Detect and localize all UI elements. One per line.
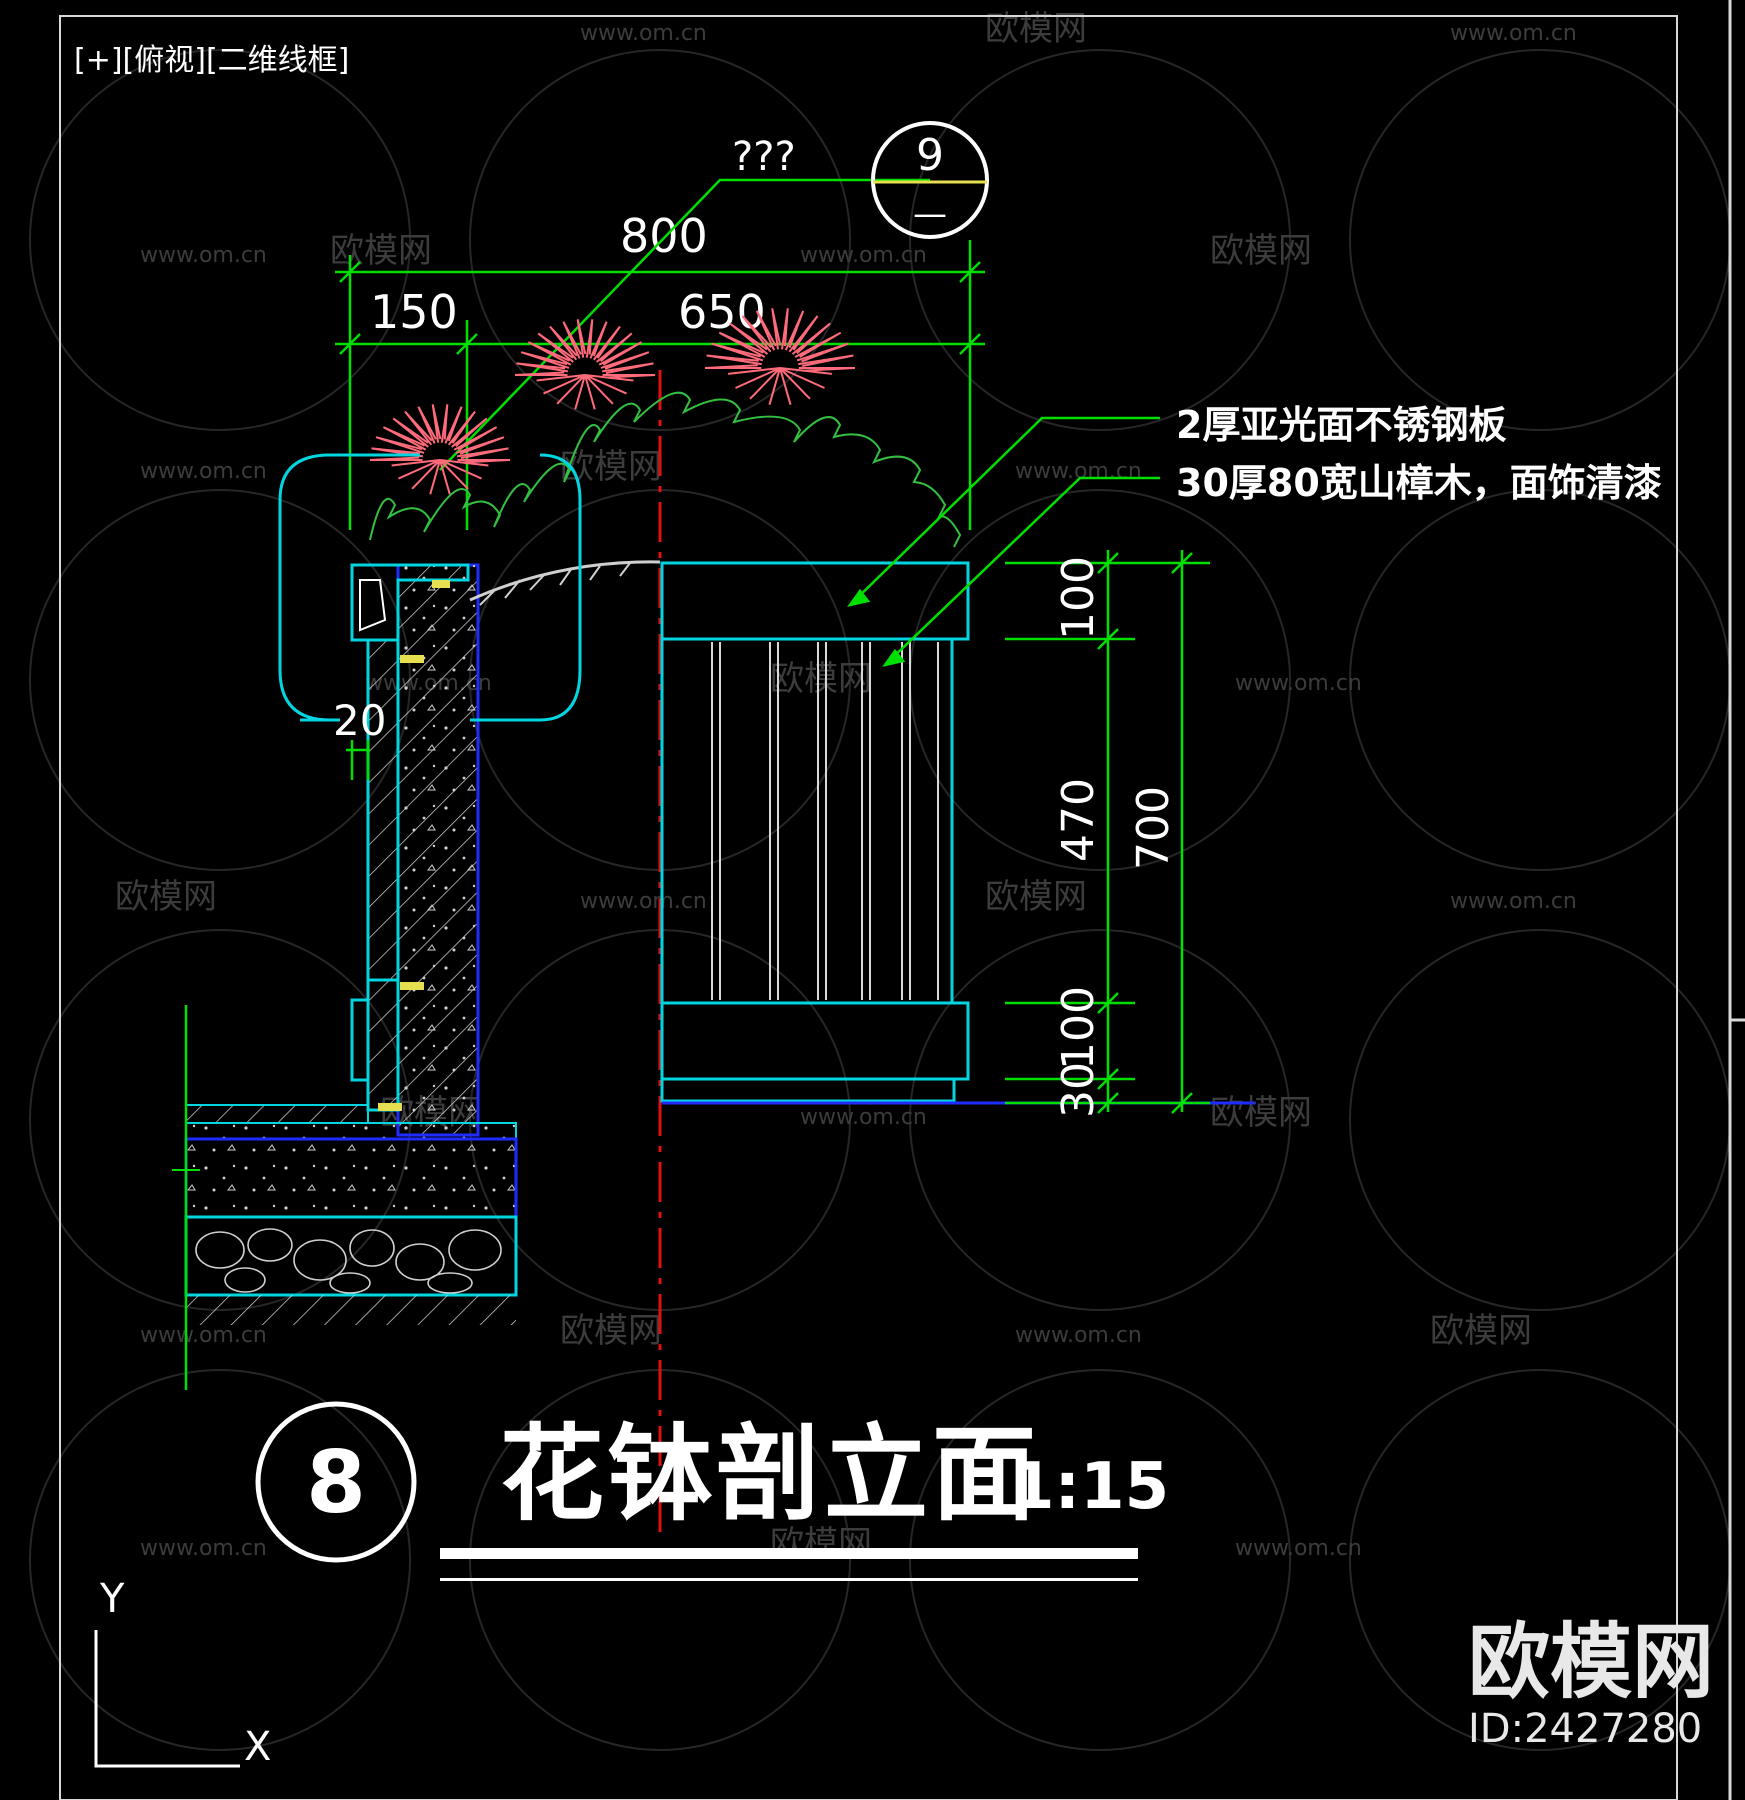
axis-x-label: X (244, 1724, 271, 1770)
dim-h-mid: 470 (1053, 778, 1104, 862)
watermark-brand: 欧模网 (985, 877, 1087, 917)
ucs-icon (94, 1630, 240, 1768)
watermark-url: www.om.cn (580, 21, 707, 46)
title-text: 花钵剖立面 (500, 1413, 1040, 1535)
dim-left-width: 150 (370, 285, 458, 339)
section-reference-symbol: 9 — (871, 121, 989, 239)
note-leaders (847, 416, 1160, 667)
title-number: 8 (306, 1433, 366, 1533)
dim-gap: 20 (333, 696, 386, 745)
title-underline-thin (440, 1578, 1138, 1581)
watermark-url: www.om.cn (800, 243, 927, 268)
plant-foliage (369, 391, 962, 548)
watermark-url: www.om.cn (140, 1536, 267, 1561)
drawing-title: 8 花钵剖立面 1:15 (255, 1401, 1169, 1581)
plant-group (369, 308, 962, 548)
watermark-brand: 欧模网 (770, 659, 872, 699)
brand-id: ID:2427280 (1468, 1706, 1702, 1752)
watermark-brand: 欧模网 (1430, 1311, 1532, 1351)
dim-h-total: 700 (1128, 786, 1179, 870)
title-number-circle (255, 1401, 417, 1563)
dim-right-width: 650 (678, 285, 766, 339)
dim-h-base: 30 (1053, 1062, 1104, 1118)
dim-total-width: 800 (620, 209, 708, 263)
watermark-brand: 欧模网 (330, 231, 432, 271)
watermark-url: www.om.cn (1450, 21, 1577, 46)
watermark-url: www.om.cn (580, 889, 707, 914)
callout-text: ??? (732, 134, 796, 180)
note-wood: 30厚80宽山樟木，面饰清漆 (1176, 461, 1662, 505)
elevation-view (660, 561, 1255, 1105)
watermark-texts: www.om.cn www.om.cn 欧模网 www.om.cn 欧模网 www.om.… (115, 9, 1577, 1564)
dim-h-top: 100 (1053, 556, 1104, 640)
watermark-url: www.om.cn (1015, 1323, 1142, 1348)
sheet-number: 9 (916, 130, 944, 181)
plant-flower (704, 308, 856, 405)
axis-y-label: Y (99, 1576, 125, 1622)
watermark-url: www.om.cn (140, 243, 267, 268)
section-cut (172, 453, 661, 1390)
note-stainless: 2厚亚光面不锈钢板 (1176, 403, 1506, 447)
watermark-url: www.om.cn (800, 1105, 927, 1130)
watermark-brand: 欧模网 (1210, 1093, 1312, 1133)
watermark-url: www.om.cn (1235, 671, 1362, 696)
watermark-brand: 欧模网 (560, 1311, 662, 1351)
watermark-url: www.om.cn (140, 1323, 267, 1348)
dim-h-bottom: 100 (1053, 986, 1104, 1070)
watermark-url: www.om.cn (1450, 889, 1577, 914)
top-dimensions (335, 240, 985, 530)
watermark-url: www.om.cn (1235, 1536, 1362, 1561)
title-underline-thick (440, 1548, 1138, 1559)
plant-flower (514, 319, 656, 410)
sheet-ref: — (913, 194, 947, 234)
drawing-frame (59, 15, 1678, 1800)
watermark-url: www.om.cn (140, 459, 267, 484)
brand-logo: 欧模网 (1468, 1615, 1714, 1710)
wood-slats (711, 642, 939, 1000)
viewport-label[interactable]: [+][俯视][二维线框] (74, 43, 349, 78)
watermark-brand: 欧模网 (115, 877, 217, 917)
plant-flower (369, 404, 511, 495)
watermark-brand: 欧模网 (1210, 231, 1312, 271)
title-scale: 1:15 (1010, 1450, 1169, 1524)
height-dimensions (1005, 550, 1210, 1114)
